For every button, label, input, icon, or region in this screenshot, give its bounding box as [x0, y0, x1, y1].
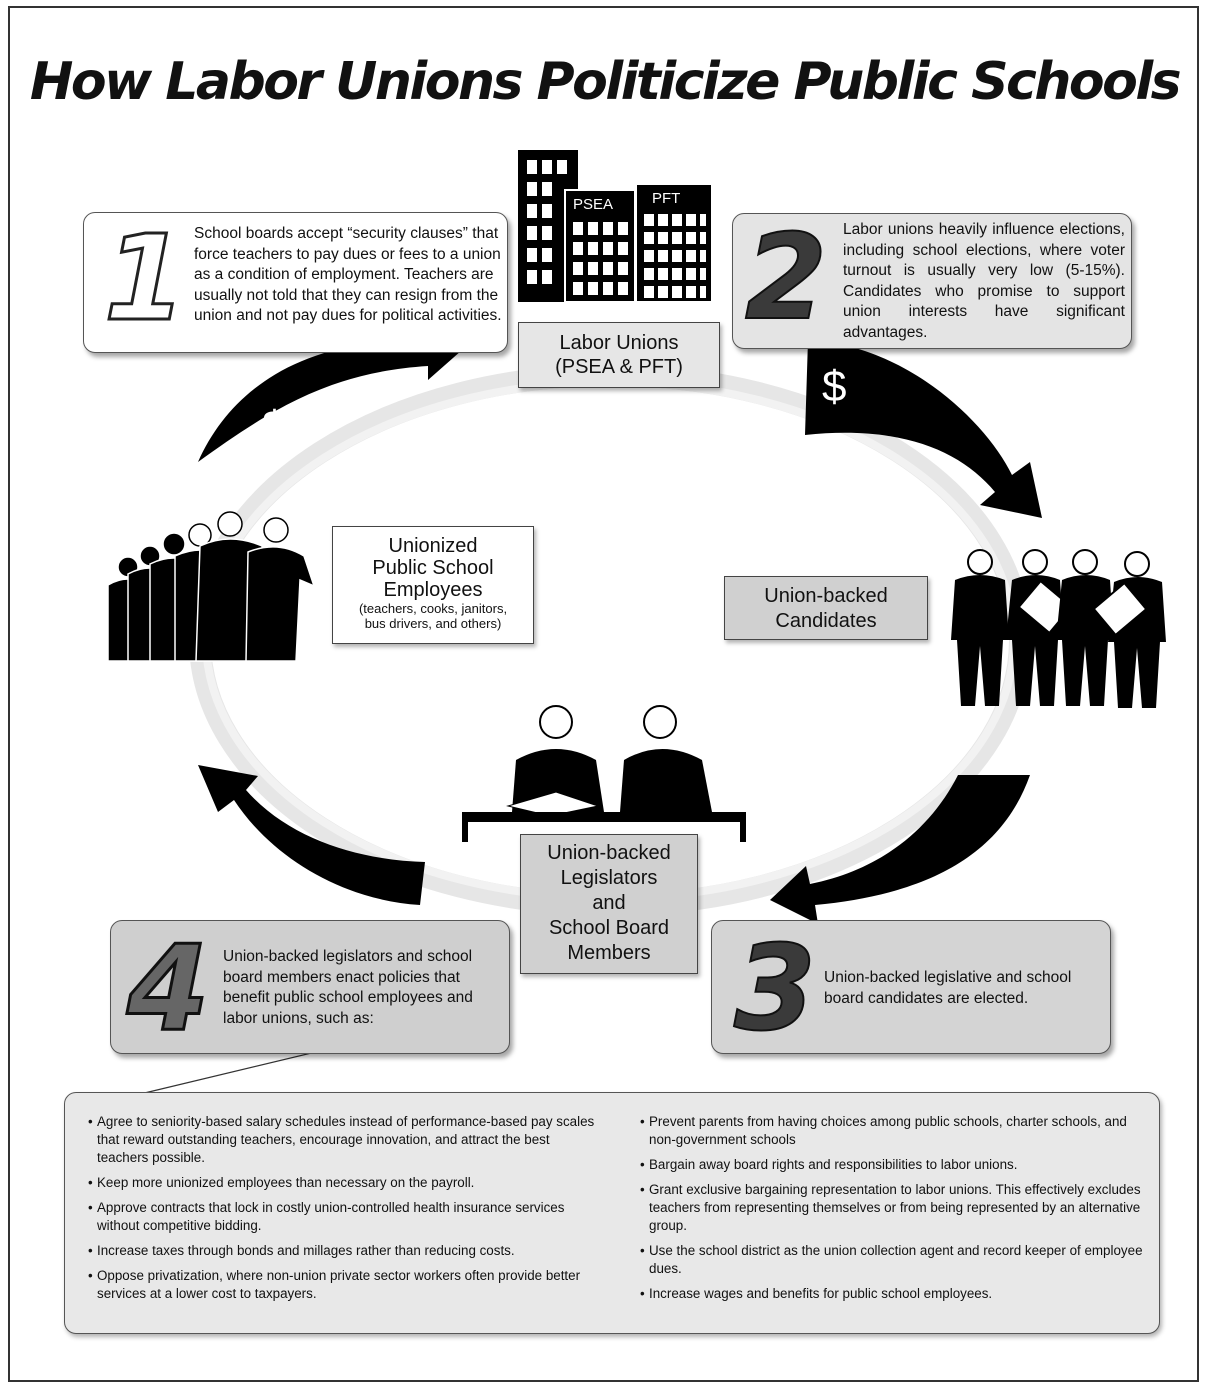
- union-buildings-icon: [518, 150, 713, 303]
- policy-item: Keep more unionized employees than neces…: [81, 1174, 601, 1192]
- step-2-number: 2: [744, 208, 828, 346]
- labor-unions-label: Labor Unions (PSEA & PFT): [518, 322, 720, 388]
- policies-box: Agree to seniority-based salary schedule…: [64, 1092, 1160, 1334]
- pft-building-label: PFT: [652, 190, 681, 207]
- dollar-sign-left: $: [262, 402, 287, 451]
- policies-right-list: Prevent parents from having choices amon…: [633, 1113, 1143, 1310]
- policy-item: Oppose privatization, where non-union pr…: [81, 1267, 601, 1303]
- step-1-box: 1 School boards accept “security clauses…: [83, 212, 508, 353]
- policy-item: Grant exclusive bargaining representatio…: [633, 1181, 1143, 1235]
- employees-line2: Public School: [372, 557, 494, 579]
- page-frame: [8, 6, 1199, 1382]
- legislators-line4: School Board: [548, 917, 670, 939]
- policy-item: Bargain away board rights and responsibi…: [633, 1156, 1143, 1174]
- employees-group-icon: [107, 511, 316, 662]
- candidates-label: Union-backed Candidates: [724, 576, 928, 640]
- legislators-line2: Legislators: [560, 867, 658, 889]
- legislators-desk-icon: [462, 705, 746, 842]
- step-4-number: 4: [125, 919, 210, 1057]
- employees-line1: Unionized: [388, 535, 478, 557]
- step-3-box: 3 Union-backed legislative and school bo…: [711, 920, 1111, 1054]
- step-2-box: 2 Labor unions heavily influence electio…: [732, 213, 1132, 349]
- labor-unions-line2: (PSEA & PFT): [555, 356, 683, 378]
- money-arrow-up-left: [198, 322, 470, 462]
- candidates-group-icon: [951, 549, 1166, 708]
- arrow-up-to-employees: [198, 765, 425, 905]
- legislators-line1: Union-backed: [547, 842, 671, 864]
- step-1-number: 1: [102, 209, 187, 347]
- step-2-text: Labor unions heavily influence elections…: [843, 221, 1125, 341]
- candidates-line2: Candidates: [775, 610, 877, 632]
- policy-item: Increase taxes through bonds and millage…: [81, 1242, 601, 1260]
- employees-sub1: (teachers, cooks, janitors,: [358, 601, 508, 616]
- employees-sub2: bus drivers, and others): [364, 616, 502, 631]
- step-4-text: Union-backed legislators and school boar…: [223, 948, 473, 1027]
- employees-label: Unionized Public School Employees (teach…: [332, 526, 534, 644]
- step-3-number: 3: [733, 919, 817, 1057]
- psea-building-label: PSEA: [573, 196, 614, 213]
- policy-item: Agree to seniority-based salary schedule…: [81, 1113, 601, 1167]
- policy-item: Prevent parents from having choices amon…: [633, 1113, 1143, 1149]
- legislators-label: Union-backed Legislators and School Boar…: [520, 834, 698, 974]
- legislators-line3: and: [592, 892, 626, 914]
- employees-line3: Employees: [383, 579, 483, 601]
- legislators-line5: Members: [567, 942, 651, 964]
- money-arrow-down-right: [805, 340, 1042, 518]
- candidates-line1: Union-backed: [764, 585, 888, 607]
- page-title: How Labor Unions Politicize Public Schoo…: [29, 52, 1182, 112]
- policy-item: Use the school district as the union col…: [633, 1242, 1143, 1278]
- step-4-box: 4 Union-backed legislators and school bo…: [110, 920, 510, 1054]
- step-3-text: Union-backed legislative and school boar…: [824, 969, 1072, 1007]
- policy-item: Increase wages and benefits for public s…: [633, 1285, 1143, 1303]
- labor-unions-line1: Labor Unions: [559, 332, 679, 354]
- dollar-sign-right: $: [822, 362, 847, 411]
- policies-left-list: Agree to seniority-based salary schedule…: [81, 1113, 601, 1310]
- step-1-text: School boards accept “security clauses” …: [194, 225, 502, 324]
- arrow-down-to-step3: [770, 775, 1030, 924]
- policy-item: Approve contracts that lock in costly un…: [81, 1199, 601, 1235]
